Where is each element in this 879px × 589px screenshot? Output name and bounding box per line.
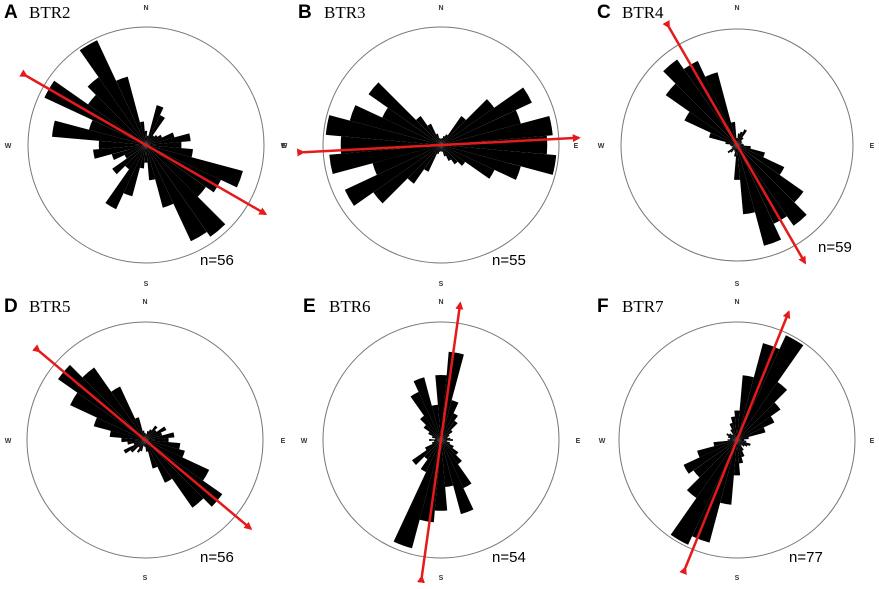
compass-south-label: S bbox=[143, 575, 148, 582]
sample-count-label: n=54 bbox=[492, 549, 526, 566]
panel-e: E BTR6 N E S W n=54 bbox=[301, 296, 581, 584]
compass-south-label: S bbox=[439, 281, 444, 288]
panel-letter: B bbox=[298, 2, 312, 23]
rose-petals bbox=[393, 351, 474, 549]
compass-north-label: N bbox=[143, 5, 148, 12]
compass-east-label: E bbox=[281, 438, 286, 445]
panel-letter: E bbox=[303, 296, 316, 317]
compass-west-label: W bbox=[598, 143, 605, 150]
panel-a: A BTR2 N E S W n=56 bbox=[4, 2, 287, 288]
sample-count-label: n=77 bbox=[789, 549, 823, 566]
trend-arrow bbox=[417, 301, 464, 584]
compass-south-label: S bbox=[439, 575, 444, 582]
compass-west-label: W bbox=[5, 438, 12, 445]
rose-petals bbox=[44, 40, 243, 242]
trend-arrow bbox=[19, 69, 268, 216]
sample-count-label: n=59 bbox=[818, 239, 852, 256]
panel-letter: A bbox=[4, 2, 18, 23]
compass-east-label: E bbox=[576, 438, 581, 445]
rose-petal bbox=[344, 145, 441, 206]
panel-b: B BTR3 N E S W n=55 bbox=[281, 2, 581, 288]
panel-letter: C bbox=[597, 2, 611, 23]
panel-d: D BTR5 N E S W n=56 bbox=[4, 296, 286, 582]
rose-petal bbox=[441, 99, 495, 145]
compass-south-label: S bbox=[144, 281, 149, 288]
compass-east-label: E bbox=[574, 143, 579, 150]
compass-south-label: S bbox=[735, 575, 740, 582]
panel-c: C BTR4 N E S W n=59 bbox=[597, 2, 875, 288]
sample-count-label: n=55 bbox=[492, 252, 526, 269]
sample-count-label: n=56 bbox=[200, 549, 234, 566]
rose-petals bbox=[663, 59, 807, 246]
trend-arrow bbox=[296, 134, 581, 157]
outer-circle bbox=[26, 321, 264, 559]
panel-title: BTR4 bbox=[622, 3, 664, 22]
panel-title: BTR7 bbox=[622, 297, 664, 316]
compass-north-label: N bbox=[438, 299, 443, 306]
compass-east-label: E bbox=[282, 143, 287, 150]
panel-letter: D bbox=[4, 296, 18, 317]
compass-north-label: N bbox=[438, 5, 443, 12]
panel-letter: F bbox=[597, 296, 609, 317]
compass-east-label: E bbox=[870, 438, 875, 445]
compass-north-label: N bbox=[142, 299, 147, 306]
compass-north-label: N bbox=[734, 5, 739, 12]
panel-title: BTR6 bbox=[329, 297, 371, 316]
panel-f: F BTR7 N E S W n=77 bbox=[597, 296, 875, 582]
panel-title: BTR3 bbox=[324, 3, 366, 22]
compass-west-label: W bbox=[301, 438, 308, 445]
compass-south-label: S bbox=[735, 281, 740, 288]
compass-west-label: W bbox=[599, 438, 606, 445]
trend-arrow bbox=[662, 20, 807, 265]
trend-arrow bbox=[32, 344, 253, 530]
rose-petal bbox=[441, 87, 532, 145]
rose-petal bbox=[368, 82, 441, 145]
panel-title: BTR5 bbox=[29, 297, 71, 316]
trend-arrow bbox=[679, 310, 791, 576]
sample-count-label: n=56 bbox=[200, 252, 234, 269]
compass-east-label: E bbox=[870, 143, 875, 150]
compass-north-label: N bbox=[734, 299, 739, 306]
compass-west-label: W bbox=[281, 143, 288, 150]
panel-title: BTR2 bbox=[29, 3, 71, 22]
compass-west-label: W bbox=[5, 143, 12, 150]
rose-petal bbox=[373, 145, 441, 204]
